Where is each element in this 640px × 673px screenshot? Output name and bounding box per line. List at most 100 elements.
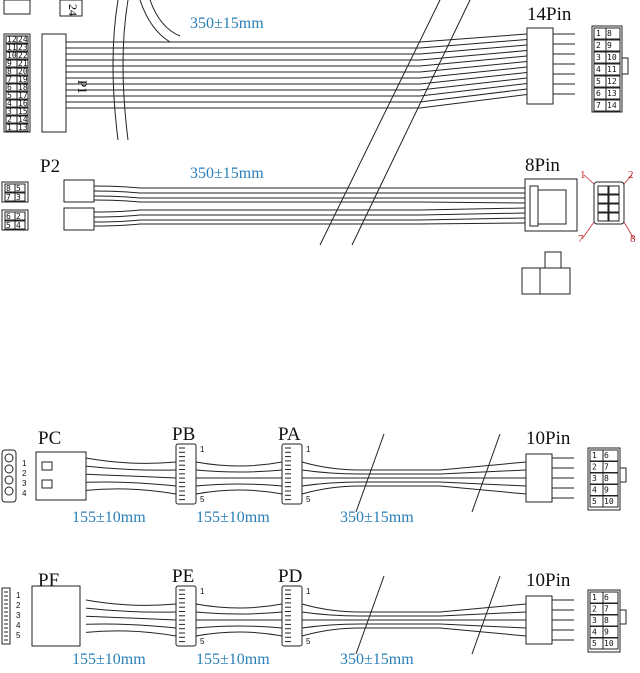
atx24-pin-cell (16, 107, 29, 116)
atx24-pin-number: 19 (18, 75, 28, 84)
wire (85, 623, 177, 629)
14pin-number: 3 (596, 53, 601, 62)
break-line (355, 433, 385, 513)
8pin-corner-number: 7 (578, 233, 584, 245)
14pin-number: 6 (596, 89, 601, 98)
8pin-label: 8Pin (525, 155, 560, 176)
main-dimension: 350±15mm (190, 15, 264, 32)
p2-pin-cell (14, 183, 26, 193)
wire (66, 33, 528, 43)
atx24-pin-cell (16, 115, 29, 124)
wire (301, 623, 527, 629)
8pin-corner-number: 8 (630, 233, 636, 245)
wire (66, 44, 528, 55)
atx24-pin-number: 12 (7, 35, 17, 44)
8pin-corner-number: 2 (628, 169, 634, 181)
wire (195, 469, 283, 473)
10pin-number: 1 (592, 451, 597, 460)
atx24-pin-number: 8 (7, 67, 12, 76)
10pin-number: 9 (604, 628, 609, 637)
connector-label: PE (172, 566, 194, 587)
atx24-pin-number: 14 (18, 115, 28, 124)
p2-pin-number: 5 (6, 221, 11, 230)
wire (139, 0, 171, 43)
wire (195, 489, 283, 495)
sata-pin-number: 3 (16, 611, 21, 620)
10pin-number: 2 (592, 463, 597, 472)
sata-pin-number: 1 (306, 587, 311, 596)
atx24-pin-cell (16, 51, 29, 60)
wire (93, 222, 526, 227)
wire (301, 611, 527, 617)
atx24-pin-number: 6 (7, 83, 12, 92)
8pin-marker-line (623, 221, 635, 240)
10pin-number: 7 (604, 605, 609, 614)
p2-pin-number: 6 (6, 212, 11, 221)
wire (301, 603, 527, 613)
10pin-number: 10 (604, 639, 614, 648)
10pin-number: 5 (592, 639, 597, 648)
molex-pin-hole (4, 486, 14, 496)
atx24-pin-number: 24 (18, 35, 28, 44)
10pin-number: 2 (592, 605, 597, 614)
14pin-number: 13 (607, 89, 617, 98)
8pin-cell (608, 185, 620, 195)
14pin-number: 2 (596, 41, 601, 50)
p2-pin-number: 4 (16, 221, 21, 230)
wire (66, 72, 528, 85)
atx24-pin-number: 3 (7, 107, 12, 116)
wire (301, 485, 527, 495)
wire (66, 77, 528, 91)
sata-body (31, 585, 81, 647)
atx24-pin-number: 23 (18, 43, 28, 52)
end-connector-label: 10Pin (526, 570, 571, 591)
10pin-number: 10 (604, 497, 614, 506)
8pin-side-view-b (539, 267, 571, 295)
sata-inline-connector (175, 585, 197, 647)
atx24-pin-number: 2 (7, 115, 12, 124)
p1-tag-label: 24 (66, 4, 80, 16)
14pin-number: 12 (607, 77, 617, 86)
atx24-pin-number: 1 (7, 123, 12, 132)
p2-pin-number: 3 (16, 193, 21, 202)
molex-body (35, 451, 87, 501)
8pin-side-view-a (521, 267, 541, 295)
end-connector-label: 10Pin (526, 428, 571, 449)
atx24-pin-cell (16, 83, 29, 92)
8pin-side (529, 185, 539, 227)
sata-pin-number: 1 (200, 445, 205, 454)
p2-connector-upper (63, 179, 95, 203)
14pin-number: 5 (596, 77, 601, 86)
10pin-number: 6 (604, 593, 609, 602)
sata-pin-number: 1 (306, 445, 311, 454)
wire (93, 212, 526, 218)
sata-pin-number: 5 (306, 495, 311, 504)
connector-label: PB (172, 424, 195, 445)
sata-pin-number: 5 (200, 495, 205, 504)
atx24-pin-number: 4 (7, 99, 12, 108)
molex-pin-number: 1 (22, 459, 27, 468)
molex-slot (41, 479, 53, 489)
molex-pin-hole (4, 464, 14, 474)
wire (301, 461, 527, 471)
10pin-number: 4 (592, 628, 597, 637)
wire (66, 83, 528, 97)
sata-inline-connector (175, 443, 197, 505)
wire (301, 481, 527, 487)
14pin-number: 11 (607, 65, 617, 74)
8pin-cell (608, 194, 620, 204)
14pin-number: 10 (607, 53, 617, 62)
p2-dimension: 350±15mm (190, 165, 264, 182)
sata-pin-number: 1 (16, 591, 21, 600)
break-line (355, 575, 385, 655)
wire (66, 50, 528, 61)
atx24-pin-number: 21 (18, 59, 28, 68)
wire (93, 190, 525, 194)
wire (85, 607, 177, 613)
atx24-pin-cell (16, 59, 29, 68)
atx24-pin-cell (16, 35, 29, 44)
